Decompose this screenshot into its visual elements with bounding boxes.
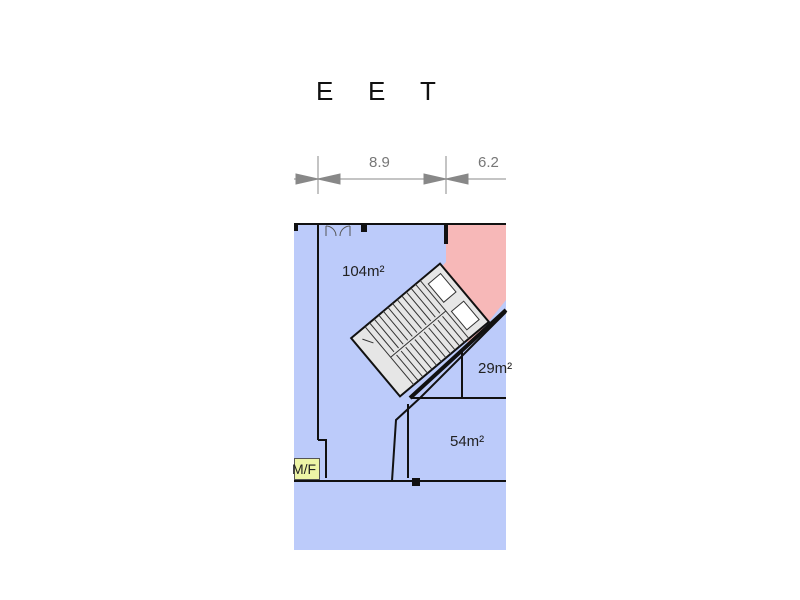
room-area-label: 104m² [342, 263, 385, 280]
dimension-label: 8.9 [369, 154, 390, 171]
room-area-label: 29m² [478, 360, 513, 377]
dimension-line [294, 156, 506, 194]
dimension-label: 6.2 [478, 154, 499, 171]
wall [294, 223, 507, 482]
wall [408, 224, 508, 400]
stair-block [349, 262, 491, 398]
door-swing [325, 225, 351, 237]
room-area-label: 54m² [450, 433, 485, 450]
service-core [420, 224, 506, 345]
mf-toilet-tag: M/F [292, 458, 320, 480]
column-marker [294, 224, 420, 486]
